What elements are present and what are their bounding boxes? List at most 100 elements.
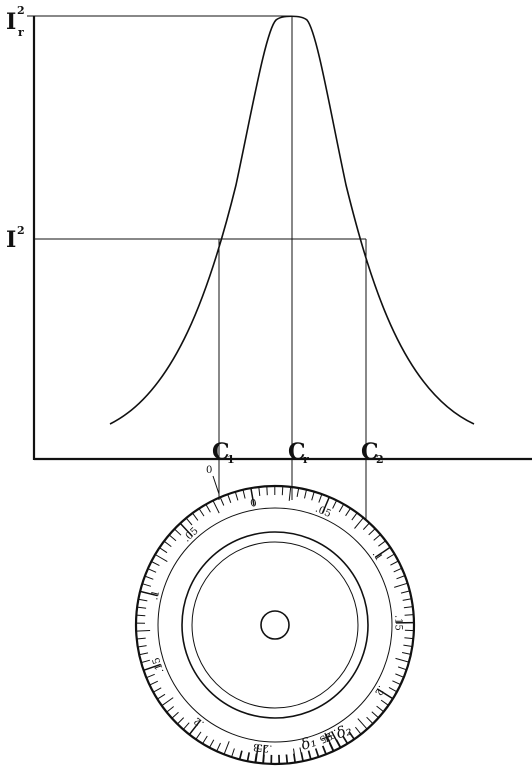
scale-tick xyxy=(299,747,304,762)
scale-tick xyxy=(219,497,225,506)
scale-tick xyxy=(177,717,185,725)
scale-tick xyxy=(293,748,296,763)
scale-tick xyxy=(188,719,202,735)
scale-tick xyxy=(153,687,162,693)
c1-label: C xyxy=(212,439,230,465)
scale-tick xyxy=(154,554,168,563)
scale-label-right: .1 xyxy=(370,549,384,563)
scale-tick xyxy=(143,663,161,672)
scale-tick xyxy=(136,637,146,640)
scale-tick xyxy=(348,731,355,740)
scale-tick xyxy=(168,534,177,542)
scale-tick xyxy=(396,575,406,580)
scale-tick xyxy=(378,540,386,547)
scale-tick xyxy=(342,735,349,744)
scale-label-right: 0 xyxy=(250,498,258,510)
scale-tick xyxy=(373,534,381,541)
scale-label-right: .05 xyxy=(314,504,333,520)
scale-tick xyxy=(205,504,211,513)
scale-tick xyxy=(146,673,155,679)
cr-label-sub: r xyxy=(303,453,309,466)
scale-tick xyxy=(388,686,398,693)
scale-tick xyxy=(136,630,151,632)
scale-tick xyxy=(321,496,330,514)
scale-tick xyxy=(371,711,379,719)
scale-tick xyxy=(263,754,265,764)
scale-tick xyxy=(401,652,412,655)
scale-tick xyxy=(147,568,157,573)
scale-tick xyxy=(338,503,345,513)
scale-tick xyxy=(138,598,148,602)
dial-hub xyxy=(260,610,290,640)
c2-label-sub: 2 xyxy=(376,453,384,466)
scale-tick xyxy=(202,735,208,744)
scale-tick xyxy=(395,673,404,678)
scale-tick xyxy=(400,590,410,594)
scale-tick xyxy=(351,512,358,521)
scale-label-left: .25 xyxy=(256,741,273,753)
scale-tick xyxy=(151,561,160,567)
scale-tick xyxy=(397,666,407,671)
scale-tick xyxy=(246,752,250,762)
scale-tick xyxy=(137,645,147,648)
scale-tick xyxy=(159,547,168,554)
scale-tick xyxy=(174,528,182,536)
y-label-top: I xyxy=(6,9,16,35)
scale-tick xyxy=(325,734,335,752)
scale-tick xyxy=(332,500,338,509)
scale-tick xyxy=(301,752,304,762)
scale-tick xyxy=(368,528,376,536)
scale-tick xyxy=(366,716,374,724)
scale-tick xyxy=(247,752,250,762)
scale-tick xyxy=(195,731,202,740)
scale-tick xyxy=(163,540,172,547)
scale-tick xyxy=(355,726,362,735)
scale-tick xyxy=(296,487,300,497)
scale-tick xyxy=(238,750,243,760)
scale-tick xyxy=(395,657,410,663)
scale-tick xyxy=(285,754,288,764)
cr-label: C xyxy=(288,439,306,465)
scale-tick xyxy=(254,744,259,763)
scale-tick xyxy=(314,748,319,758)
scale-tick xyxy=(166,706,175,713)
scale-label-right: .2 xyxy=(372,683,386,697)
scale-label-left: .15 xyxy=(151,656,167,675)
scale-tick xyxy=(142,583,152,587)
scale-tick xyxy=(216,742,221,752)
scale-tick xyxy=(209,739,215,748)
condenser-dial: 0.05.05.1.1.15.15.2.2.25.25.3.3 δ₁ + δ₂ xyxy=(134,484,416,766)
scale-tick xyxy=(293,753,296,763)
scale-tick xyxy=(404,614,414,616)
scale-tick xyxy=(254,753,257,763)
scale-tick xyxy=(354,517,364,529)
scale-tick xyxy=(308,750,312,760)
scale-tick xyxy=(376,705,384,713)
scale-tick xyxy=(403,606,413,609)
scale-tick xyxy=(286,754,289,764)
scale-label-left: .2 xyxy=(192,715,206,730)
index-pointer xyxy=(212,475,220,495)
scale-tick xyxy=(266,486,268,496)
y-label-top-sup: 2 xyxy=(17,4,25,17)
scale-tick xyxy=(157,693,166,700)
scale-tick xyxy=(139,652,149,656)
scale-tick xyxy=(311,491,315,501)
scale-tick xyxy=(288,486,292,501)
scale-tick xyxy=(348,731,355,740)
scale-labels: 0.05.05.1.1.15.15.2.2.25.25.3.3 xyxy=(149,498,403,754)
scale-tick xyxy=(141,659,151,664)
scale-tick xyxy=(149,680,159,686)
scale-tick xyxy=(392,680,401,686)
scale-tick xyxy=(139,590,158,597)
scale-tick xyxy=(403,644,413,647)
scale-tick xyxy=(390,560,399,566)
scale-tick xyxy=(136,614,146,617)
scale-tick xyxy=(192,512,199,521)
scale-tick xyxy=(231,748,235,758)
scale-tick xyxy=(144,575,154,580)
scale-tick xyxy=(393,567,403,573)
scale-tick xyxy=(227,494,232,503)
scale-tick xyxy=(262,745,266,764)
scale-tick xyxy=(318,493,323,503)
